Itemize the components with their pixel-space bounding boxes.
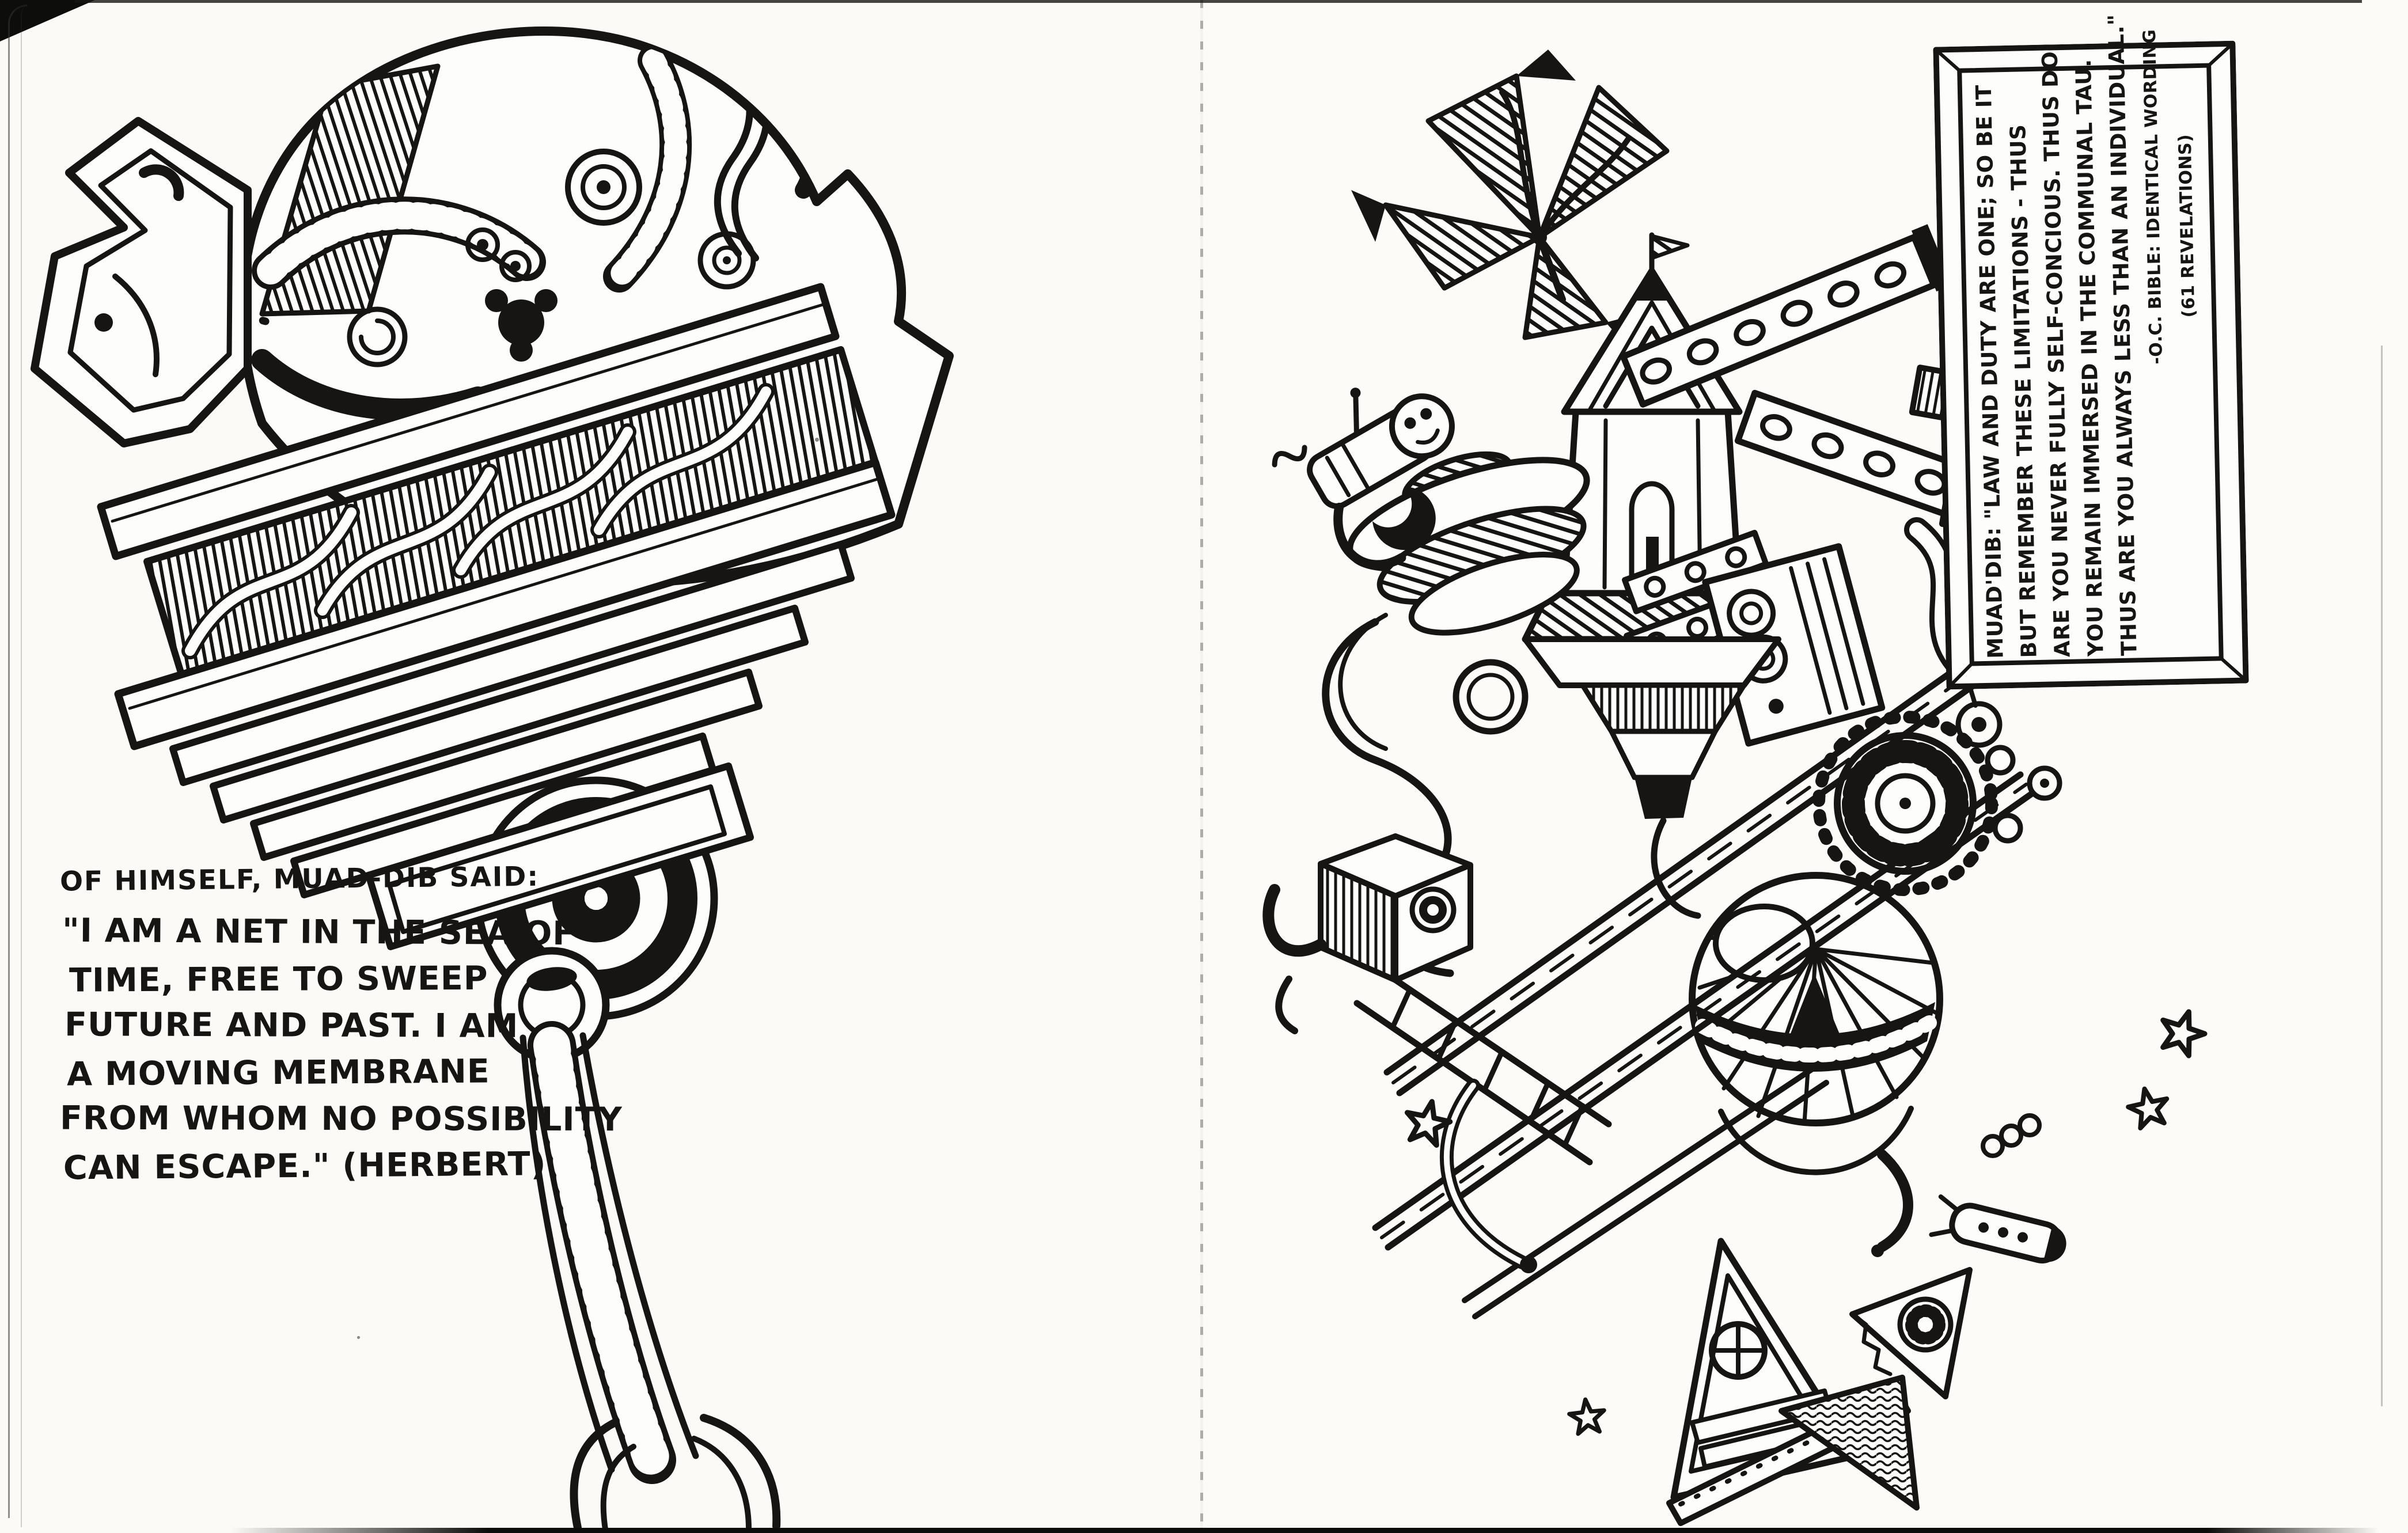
caption-line: "I AM A NET IN THE SEA OF <box>62 911 576 953</box>
mace-side-fin <box>31 117 252 447</box>
mace-bands <box>97 283 896 750</box>
sail-boat <box>1666 1238 1973 1526</box>
mace-ball-joint <box>494 947 610 1063</box>
pinwheel-bow <box>1351 50 1670 349</box>
page-edge-right <box>2381 346 2383 1406</box>
star-icons <box>1404 1009 2208 1436</box>
caption-line: FUTURE AND PAST. I AM <box>64 1005 519 1045</box>
funnel-twist <box>1522 636 1781 919</box>
page-edge-top <box>75 0 2362 3</box>
plaque-attribution: (61 REVELATIONS) <box>2175 134 2200 318</box>
piston-gadget <box>1272 388 1455 570</box>
beehive-swirl <box>1322 451 1590 977</box>
mace-fork <box>570 1414 781 1533</box>
caption-line: FROM WHOM NO POSSIBILITY <box>59 1099 623 1139</box>
page-edge-left-inner <box>21 2 33 1527</box>
quote-plaque: MUAD'DIB: "LAW AND DUTY ARE ONE; SO BE I… <box>1933 14 2249 690</box>
caption-line: A MOVING MEMBRANE <box>66 1052 490 1094</box>
plaque-attribution: -O.C. BIBLE: IDENTICAL WORDING <box>2139 29 2167 365</box>
plaque-frame <box>1933 40 2249 690</box>
page-edge-bottom <box>230 1528 2379 1533</box>
bullet-capsule <box>1929 1194 2066 1263</box>
ink-speck <box>1869 1388 1872 1391</box>
binding-gutter <box>1200 0 1203 1533</box>
plaque-text: MUAD'DIB: "LAW AND DUTY ARE ONE; SO BE I… <box>1967 14 2221 659</box>
mace-panel <box>365 762 754 950</box>
caption-line: TIME, FREE TO SWEEP <box>69 959 488 1000</box>
left-page-illustration <box>31 26 954 1533</box>
hoses <box>1439 1079 2042 1273</box>
caption-block: OF HIMSELF, MUAD-DIB SAID: "I AM A NET I… <box>59 860 659 1189</box>
ink-speck <box>357 1336 360 1339</box>
caption-header: OF HIMSELF, MUAD-DIB SAID: <box>59 860 540 898</box>
mace-shaft <box>519 1021 699 1484</box>
caption-line: CAN ESCAPE." (HERBERT) <box>63 1145 547 1187</box>
ink-speck <box>815 438 819 442</box>
riveted-beam-a <box>1620 224 1952 408</box>
mace-steps <box>169 541 855 898</box>
eye-box <box>1262 833 1473 1034</box>
